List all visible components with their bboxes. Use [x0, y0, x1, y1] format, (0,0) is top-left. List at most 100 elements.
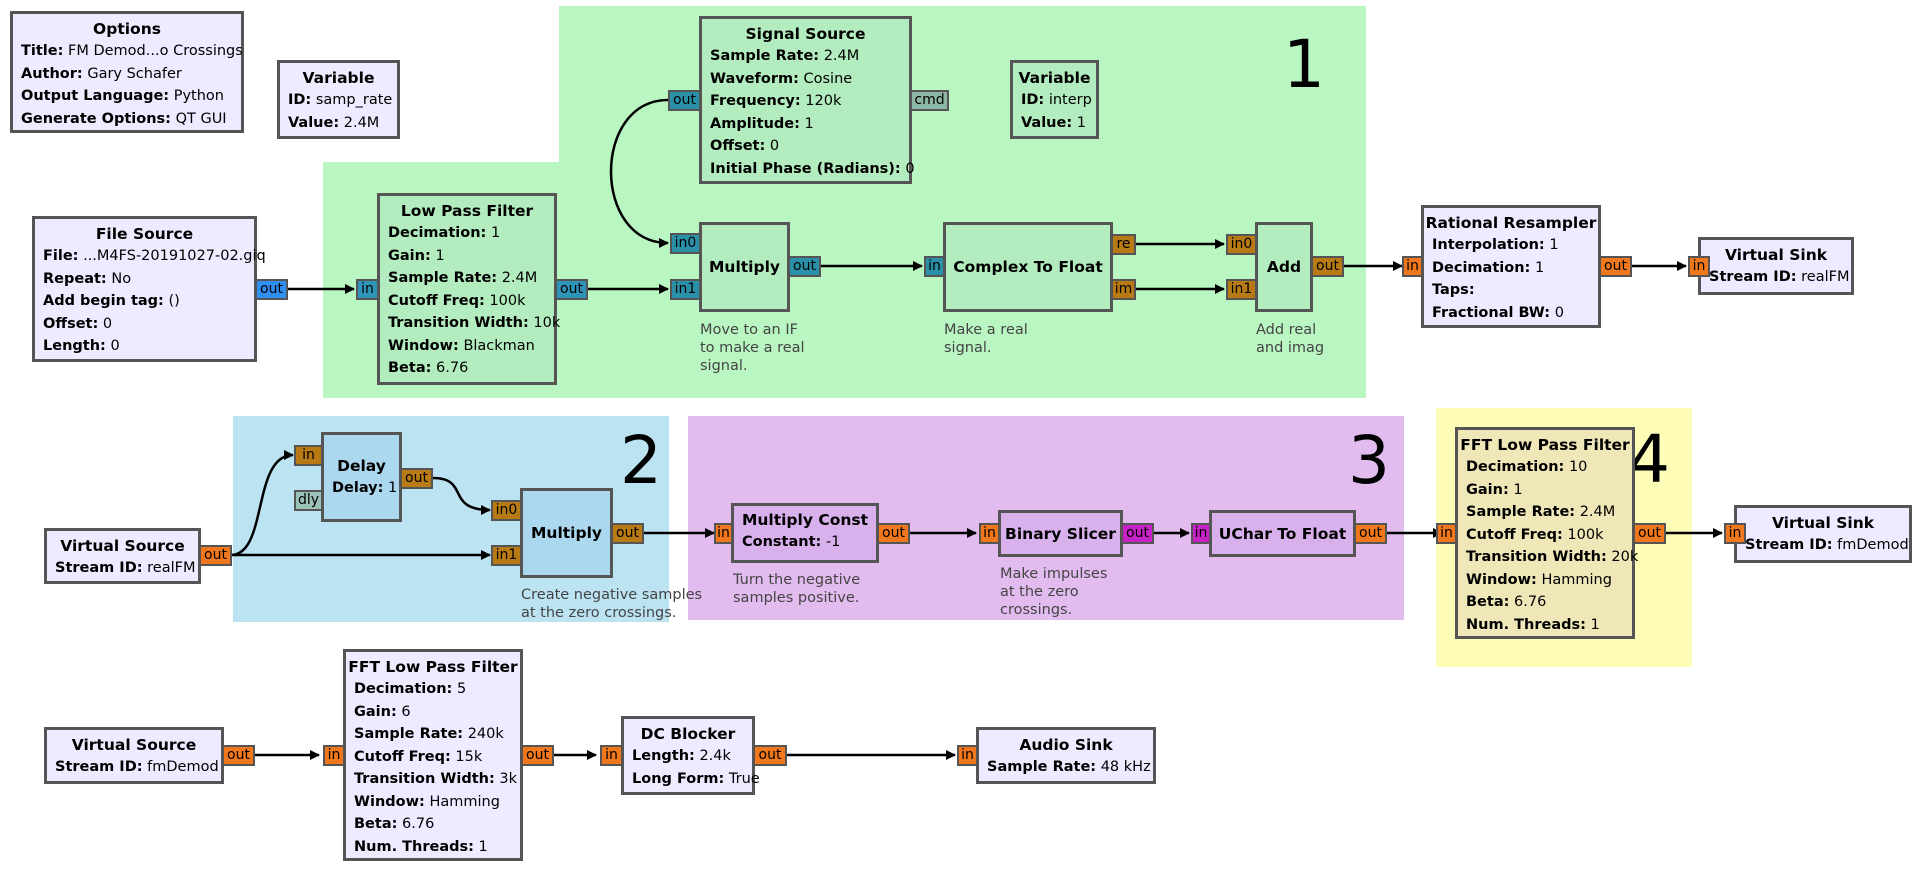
complex-to-float-block[interactable]: Complex To Float — [943, 222, 1113, 312]
delay-out-port[interactable]: out — [400, 468, 433, 489]
complex-to-float-comment: Make a real signal. — [944, 322, 1028, 356]
multiply-const-block[interactable]: Multiply Const Constant: -1 — [731, 503, 879, 563]
param-row: Offset: 0 — [43, 315, 113, 332]
fft-low-pass-filter-2-block[interactable]: FFT Low Pass Filter Decimation: 5 Gain: … — [343, 649, 523, 861]
add-in0-port[interactable]: in0 — [1226, 234, 1257, 255]
low-pass-filter-in-port[interactable]: in — [356, 279, 379, 300]
add-title: Add — [1266, 258, 1302, 276]
file-source-block[interactable]: File Source File: ...M4FS-20191027-02.gi… — [32, 216, 266, 362]
add-in1-port[interactable]: in1 — [1226, 279, 1257, 300]
multiply-const-in-port[interactable]: in — [714, 523, 733, 544]
virtual-sink-title: Virtual Sink — [1724, 246, 1828, 264]
virtual-sink-realfm-block[interactable]: Virtual Sink Stream ID: realFM — [1698, 237, 1854, 295]
virtual-source-title: Virtual Source — [60, 537, 185, 555]
complex-to-float-in-port[interactable]: in — [924, 256, 945, 277]
param-row: Transition Width: 20k — [1466, 549, 1639, 565]
param-row: Sample Rate: 2.4M — [1466, 504, 1616, 520]
audio-sink-title: Audio Sink — [1019, 736, 1113, 754]
dc-blocker-in-port[interactable]: in — [600, 745, 623, 766]
fft-low-pass-filter-title: FFT Low Pass Filter — [1460, 436, 1630, 454]
param-row: Transition Width: 10k — [388, 315, 561, 331]
dc-blocker-block[interactable]: DC Blocker Length: 2.4k Long Form: True — [621, 716, 760, 795]
add-out-port[interactable]: out — [1311, 256, 1344, 277]
param-row: Decimation: 1 — [388, 225, 501, 241]
multiply-const-out-port[interactable]: out — [877, 523, 910, 544]
wire-vsource-delay — [230, 450, 294, 557]
virtual-sink-realfm-in-port[interactable]: in — [1688, 256, 1710, 277]
virtual-source-title: Virtual Source — [71, 736, 197, 754]
virtual-source-realfm-out-port[interactable]: out — [199, 545, 232, 566]
fft-low-pass-filter-1-block[interactable]: FFT Low Pass Filter Decimation: 10 Gain:… — [1455, 427, 1639, 639]
variable-row: Value: 2.4M — [288, 114, 380, 131]
signal-source-out-port[interactable]: out — [668, 90, 701, 111]
signal-source-block[interactable]: Signal Source Sample Rate: 2.4M Waveform… — [699, 16, 915, 184]
delay-in-port[interactable]: in — [294, 445, 323, 466]
binary-slicer-out-port[interactable]: out — [1121, 523, 1154, 544]
options-block[interactable]: Options Title: FM Demod...o Crossings Au… — [10, 11, 244, 133]
options-row: Generate Options: QT GUI — [21, 110, 227, 127]
file-source-out-port[interactable]: out — [255, 279, 288, 300]
multiply-1-out-port[interactable]: out — [788, 256, 821, 277]
rational-resampler-out-port[interactable]: out — [1599, 256, 1632, 277]
audio-sink-in-port[interactable]: in — [957, 745, 978, 766]
param-row: Constant: -1 — [742, 534, 841, 550]
fft-low-pass-filter-1-out-port[interactable]: out — [1633, 523, 1666, 544]
multiply-1-in0-port[interactable]: in0 — [670, 233, 701, 254]
region-2-number: 2 — [620, 422, 662, 499]
add-block[interactable]: Add — [1255, 222, 1313, 312]
fft-low-pass-filter-2-out-port[interactable]: out — [521, 745, 554, 766]
low-pass-filter-title: Low Pass Filter — [400, 202, 534, 220]
binary-slicer-in-port[interactable]: in — [979, 523, 1000, 544]
multiply-1-in1-port[interactable]: in1 — [670, 279, 701, 300]
complex-to-float-re-port[interactable]: re — [1111, 234, 1136, 255]
delay-block[interactable]: Delay Delay: 1 — [321, 432, 402, 522]
variable-samp-rate-block[interactable]: Variable ID: samp_rate Value: 2.4M — [277, 60, 400, 139]
add-comment: Add real and imag — [1256, 322, 1325, 356]
virtual-sink-fmdemod-block[interactable]: Virtual Sink Stream ID: fmDemod — [1734, 505, 1912, 563]
dc-blocker-out-port[interactable]: out — [753, 745, 787, 766]
low-pass-filter-out-port[interactable]: out — [555, 279, 588, 300]
param-row: Decimation: 5 — [354, 681, 467, 697]
fft-low-pass-filter-2-in-port[interactable]: in — [323, 745, 345, 766]
multiply-2-in1-port[interactable]: in1 — [491, 545, 522, 566]
uchar-to-float-block[interactable]: UChar To Float — [1209, 510, 1356, 557]
param-row: Decimation: 10 — [1466, 459, 1588, 475]
delay-dly-port[interactable]: dly — [294, 490, 323, 511]
virtual-source-fmdemod-out-port[interactable]: out — [222, 745, 255, 766]
param-row: Num. Threads: 1 — [354, 838, 488, 855]
virtual-source-fmdemod-block[interactable]: Virtual Source Stream ID: fmDemod — [44, 727, 224, 784]
multiply-block-2[interactable]: Multiply — [520, 488, 613, 578]
variable-title: Variable — [302, 69, 375, 87]
fft-low-pass-filter-1-in-port[interactable]: in — [1436, 523, 1457, 544]
rational-resampler-in-port[interactable]: in — [1402, 256, 1423, 277]
param-row: Stream ID: fmDemod — [1745, 537, 1909, 553]
multiply-2-out-port[interactable]: out — [611, 523, 644, 544]
virtual-sink-fmdemod-in-port[interactable]: in — [1724, 523, 1746, 544]
complex-to-float-title: Complex To Float — [953, 258, 1103, 276]
fft-low-pass-filter-title: FFT Low Pass Filter — [348, 658, 518, 676]
uchar-to-float-in-port[interactable]: in — [1191, 523, 1211, 544]
audio-sink-block[interactable]: Audio Sink Sample Rate: 48 kHz — [976, 727, 1156, 784]
complex-to-float-im-port[interactable]: im — [1111, 279, 1136, 300]
binary-slicer-block[interactable]: Binary Slicer — [998, 510, 1123, 557]
signal-source-cmd-port[interactable]: cmd — [910, 90, 949, 111]
param-row: Initial Phase (Radians): 0 — [710, 160, 915, 177]
multiply-block-1[interactable]: Multiply — [699, 222, 790, 312]
uchar-to-float-out-port[interactable]: out — [1354, 523, 1387, 544]
variable-interp-block[interactable]: Variable ID: interp Value: 1 — [1010, 60, 1099, 139]
virtual-source-realfm-block[interactable]: Virtual Source Stream ID: realFM — [44, 528, 201, 584]
param-row: Cutoff Freq: 100k — [388, 292, 526, 309]
param-row: Delay: 1 — [332, 480, 398, 496]
multiply-2-comment: Create negative samples at the zero cros… — [521, 587, 703, 621]
multiply-2-in0-port[interactable]: in0 — [491, 500, 522, 521]
param-row: Gain: 6 — [354, 703, 411, 720]
rational-resampler-block[interactable]: Rational Resampler Interpolation: 1 Deci… — [1421, 205, 1601, 328]
uchar-to-float-title: UChar To Float — [1218, 524, 1347, 543]
multiply-const-title: Multiply Const — [741, 511, 869, 529]
param-row: Gain: 1 — [1466, 481, 1523, 498]
low-pass-filter-block[interactable]: Low Pass Filter Decimation: 1 Gain: 1 Sa… — [377, 193, 561, 385]
dc-blocker-title: DC Blocker — [640, 725, 736, 743]
multiply-1-comment: Move to an IF to make a real signal. — [700, 322, 805, 374]
